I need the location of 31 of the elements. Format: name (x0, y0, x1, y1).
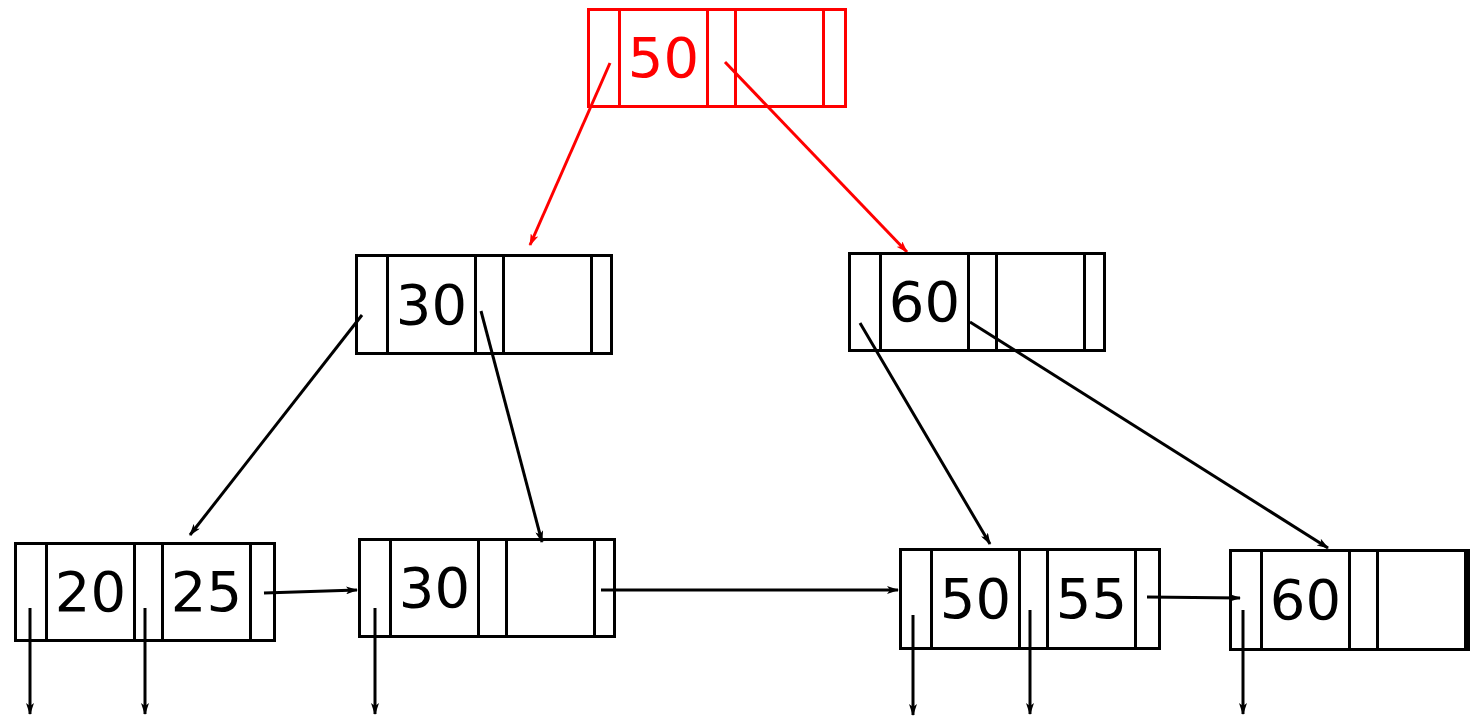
key-label: 25 (169, 564, 244, 620)
arrow (969, 320, 1329, 550)
key-label: 50 (938, 571, 1013, 627)
btree-node (358, 538, 616, 638)
key-label: 55 (1054, 571, 1129, 627)
btree-node (355, 254, 613, 355)
key-label: 60 (887, 274, 962, 330)
arrow (601, 586, 899, 594)
btree-node (587, 8, 847, 108)
key-label: 20 (53, 564, 128, 620)
arrow (371, 608, 379, 715)
key-label: 50 (626, 30, 701, 86)
key-label: 60 (1268, 572, 1343, 628)
arrow (528, 62, 612, 246)
arrow (723, 60, 909, 254)
key-label: 30 (397, 560, 472, 616)
key-label: 30 (394, 276, 469, 333)
arrow (1239, 610, 1247, 715)
arrow (858, 322, 992, 545)
arrow (1026, 610, 1034, 715)
btree-node (899, 548, 1161, 650)
btree-node (14, 542, 276, 642)
arrow (1147, 593, 1241, 602)
btree-node (848, 252, 1106, 352)
arrow (188, 314, 364, 536)
arrow (141, 608, 149, 715)
arrow (263, 586, 358, 595)
arrow (26, 608, 34, 715)
arrow (909, 615, 917, 716)
arrow (479, 310, 544, 543)
btree-node (1229, 549, 1470, 651)
